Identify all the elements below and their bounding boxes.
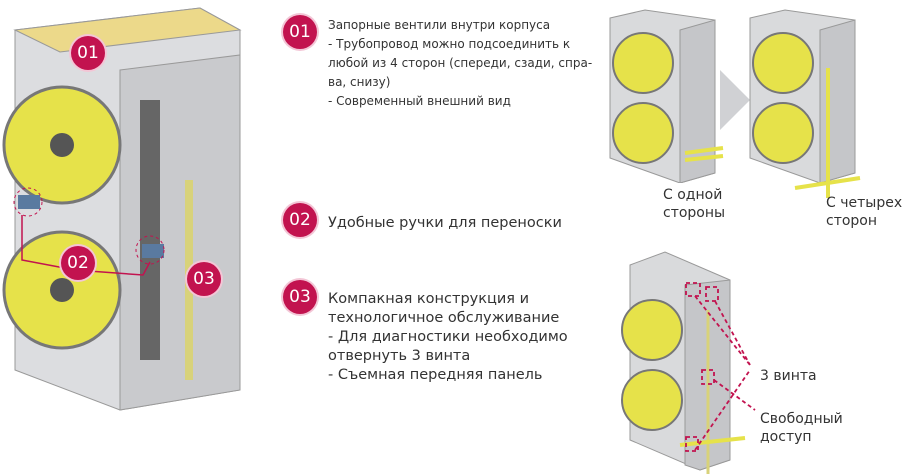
screws-label: 3 винта [760, 368, 817, 384]
feature-02-title: Удобные ручки для переноски [328, 215, 562, 231]
four-sides-unit-illustration [749, 9, 861, 198]
feature-03-text: Компакная конструкция и технологичное об… [328, 290, 568, 385]
arrow-icon [720, 70, 750, 130]
feature-03-line: - Для диагностики необходимо [328, 329, 568, 345]
one-side-unit-illustration [609, 9, 724, 183]
caption-line: Свободный [760, 411, 843, 427]
service-unit-illustration [621, 251, 756, 474]
main-unit-illustration [2, 7, 242, 411]
caption-line: С одной [663, 187, 723, 203]
feature-badge-03: 03 [283, 280, 317, 314]
feature-03-title: Компакная конструкция и [328, 291, 530, 307]
main-badge-03: 03 [187, 262, 221, 296]
main-badge-01: 01 [71, 36, 105, 70]
feature-badge-01: 01 [283, 15, 317, 49]
feature-01-line: - Современный внешний вид [328, 94, 511, 108]
feature-01-title: Запорные вентили внутри корпуса [328, 18, 551, 32]
feature-01-line: - Трубопровод можно подсоединить к [328, 37, 571, 51]
feature-03-line: отвернуть 3 винта [328, 348, 471, 364]
feature-01-line: любой из 4 сторон (спереди, сзади, спра- [328, 56, 593, 70]
feature-03-line: - Съемная передняя панель [328, 367, 543, 383]
four-sides-caption: С четырех сторон [826, 194, 902, 230]
caption-line: доступ [760, 429, 812, 445]
caption-line: стороны [663, 205, 726, 221]
free-access-label: Свободный доступ [760, 410, 843, 446]
feature-03-line: технологичное обслуживание [328, 310, 560, 326]
feature-01-line: ва, снизу) [328, 75, 391, 89]
feature-badge-02: 02 [283, 203, 317, 237]
caption-line: сторон [826, 213, 878, 229]
caption-line: С четырех [826, 195, 903, 211]
feature-01-text: Запорные вентили внутри корпуса - Трубоп… [328, 16, 592, 111]
one-side-caption: С одной стороны [663, 186, 725, 222]
main-badge-02: 02 [61, 246, 95, 280]
